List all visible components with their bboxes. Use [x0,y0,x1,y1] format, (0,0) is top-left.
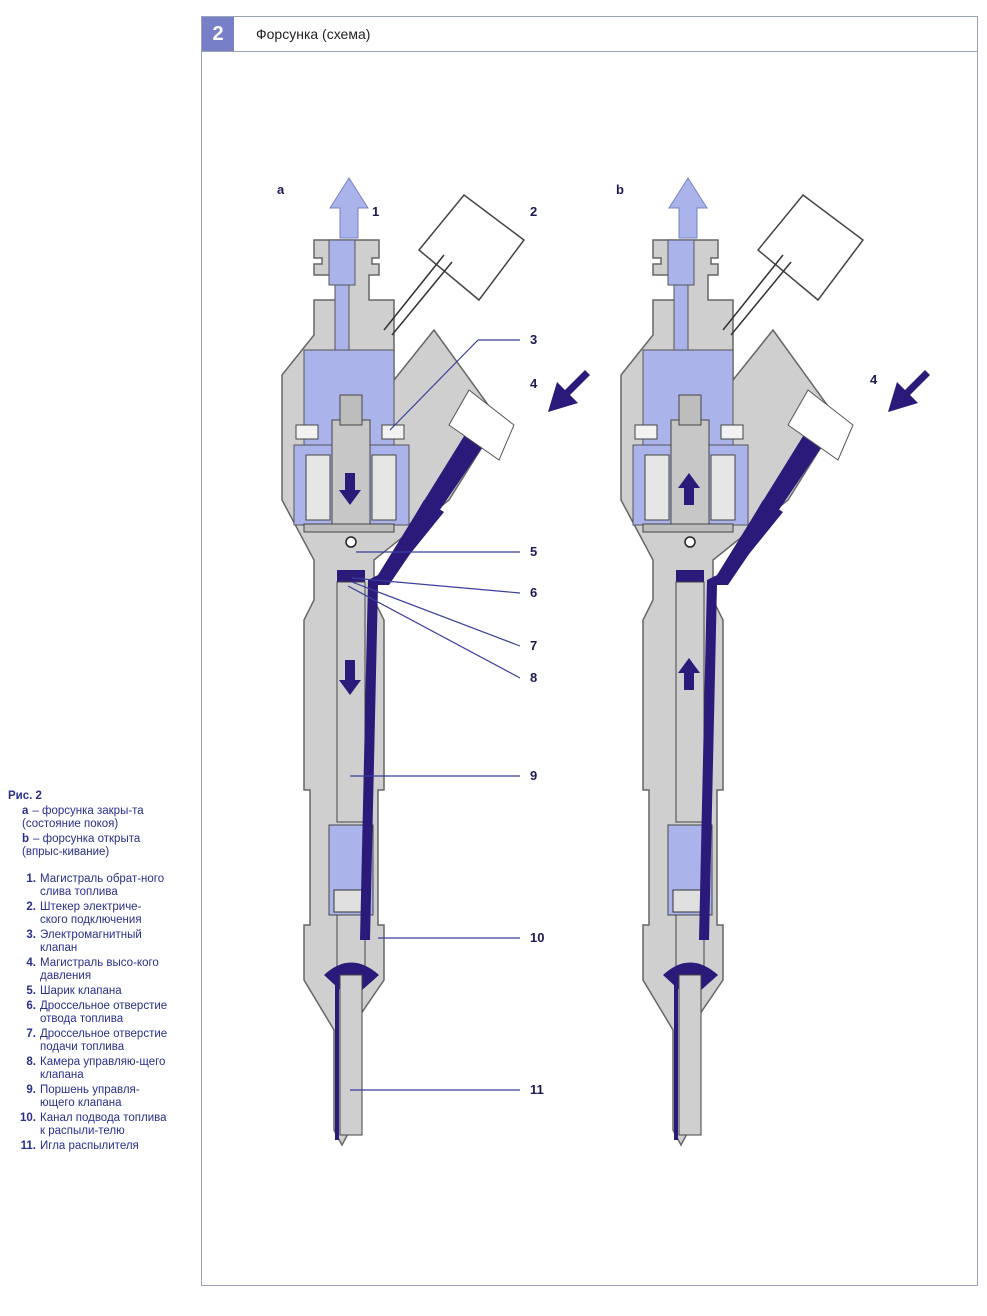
legend-item: 6. Дроссельное отверстие отвода топлива [8,1000,168,1026]
legend-item: 2. Штекер электриче-ского подключения [8,901,168,927]
return-flow-arrow-b [668,177,708,239]
caption-state-text: – форсунка открыта (впрыс-кивание) [22,833,141,858]
armature-up-arrow [678,473,700,505]
legend-item: 10. Канал подвода топлива к распыли-телю [8,1112,168,1138]
legend-number: 9. [26,1084,36,1096]
legend-number: 4. [26,957,36,969]
callout-4: 4 [530,376,538,391]
callout-10: 10 [530,930,544,945]
legend-item: 11. Игла распылителя [8,1140,168,1153]
callout-8: 8 [530,670,537,685]
inlet-flow-arrow-a [548,370,590,412]
injector-a [281,194,525,1146]
legend-text: Канал подвода топлива к распыли-телю [40,1112,167,1137]
legend-number: 1. [26,873,36,885]
legend-text: Магистраль высо-кого давления [40,957,159,982]
legend-number: 3. [26,929,36,941]
legend-number: 8. [26,1056,36,1068]
caption-legend: 1. Магистраль обрат-ного слива топлива 2.… [8,873,168,1153]
callout-1: 1 [372,204,379,219]
figure-title: Форсунка (схема) [256,26,371,42]
legend-item: 7. Дроссельное отверстие подачи топлива [8,1028,168,1054]
inlet-flow-arrow-b [888,370,930,412]
legend-item: 5. Шарик клапана [8,985,168,998]
figure-caption: Рис. 2 a– форсунка закры-та (состояние п… [8,790,168,1155]
legend-text: Штекер электриче-ского подключения [40,901,142,926]
legend-text: Дроссельное отверстие подачи топлива [40,1028,168,1053]
armature-down-arrow [339,473,361,505]
legend-number: 2. [26,901,36,913]
leader-lines [347,339,521,1091]
figure-number-badge: 2 [202,17,234,51]
callout-4-b: 4 [870,372,878,387]
callout-11: 11 [530,1082,544,1097]
legend-number: 7. [26,1028,36,1040]
callout-9: 9 [530,768,537,783]
return-flow-arrow-a [329,177,369,239]
variant-label-a: a [277,182,285,197]
callout-6: 6 [530,585,537,600]
callout-2: 2 [530,204,537,219]
legend-text: Дроссельное отверстие отвода топлива [40,1000,168,1025]
legend-number: 6. [26,1000,36,1012]
piston-up-arrow [678,658,700,690]
legend-text: Электромагнитный клапан [40,929,142,954]
caption-state-key: b [22,833,30,845]
legend-item: 9. Поршень управля-ющего клапана [8,1084,168,1110]
injector-b [620,194,864,1146]
legend-number: 11. [20,1140,36,1152]
legend-text: Поршень управля-ющего клапана [40,1084,140,1109]
callout-3: 3 [530,332,537,347]
legend-text: Камера управляю-щего клапана [40,1056,166,1081]
callout-5: 5 [530,544,537,559]
variant-label-b: b [616,182,624,197]
legend-text: Шарик клапана [40,985,122,997]
caption-state-text: – форсунка закры-та (состояние покоя) [22,805,144,830]
caption-state-b: b– форсунка открыта (впрыс-кивание) [22,833,168,859]
piston-down-arrow [339,660,361,695]
legend-text: Магистраль обрат-ного слива топлива [40,873,165,898]
figure-header: 2 Форсунка (схема) [202,17,977,52]
caption-title: Рис. 2 [8,790,42,802]
legend-item: 1. Магистраль обрат-ного слива топлива [8,873,168,899]
legend-number: 5. [26,985,36,997]
legend-item: 4. Магистраль высо-кого давления [8,957,168,983]
legend-item: 3. Электромагнитный клапан [8,929,168,955]
legend-item: 8. Камера управляю-щего клапана [8,1056,168,1082]
legend-number: 10. [20,1112,36,1124]
caption-state-a: a– форсунка закры-та (состояние покоя) [22,805,168,831]
legend-text: Игла распылителя [40,1140,139,1152]
caption-state-key: a [22,805,29,817]
callout-7: 7 [530,638,537,653]
